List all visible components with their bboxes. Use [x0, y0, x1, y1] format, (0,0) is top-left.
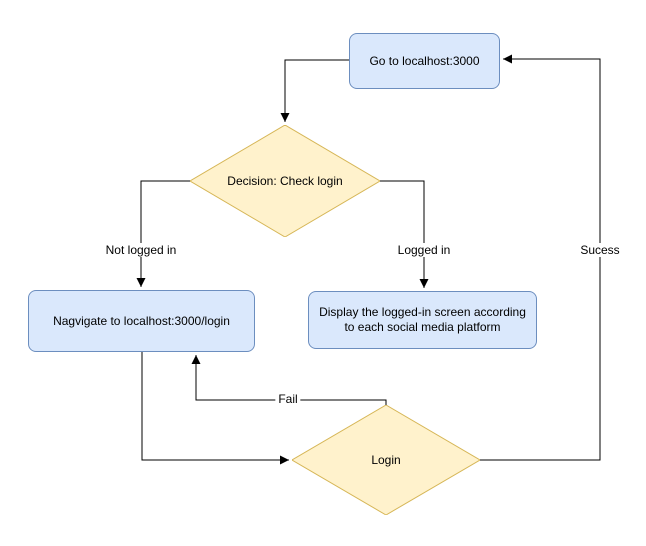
node-navigate-login-page-label: Nagvigate to localhost:3000/login [53, 313, 230, 328]
node-goto-localhost-label: Go to localhost:3000 [369, 53, 480, 68]
edge-decision-to-navigate [136, 180, 190, 287]
edge-navigate-to-login [141, 352, 289, 465]
node-decision-check-login: Decision: Check login [190, 125, 380, 237]
node-display-logged-in-label: Display the logged-in screen according t… [319, 305, 526, 334]
node-login-decision: Login [292, 405, 480, 515]
node-display-logged-in: Display the logged-in screen according t… [308, 291, 537, 349]
node-login-decision-label: Login [371, 452, 401, 467]
edge-login-sucess-to-goto [480, 54, 601, 461]
edge-label-fail: Fail [275, 392, 301, 406]
edge-label-logged-in: Logged in [394, 243, 454, 257]
edge-label-sucess: Sucess [577, 243, 623, 257]
edge-label-not-logged-in: Not logged in [102, 243, 180, 257]
node-decision-check-login-label: Decision: Check login [227, 173, 343, 188]
diamond-shape [190, 125, 380, 237]
diamond-shape [292, 405, 480, 515]
node-goto-localhost: Go to localhost:3000 [349, 33, 500, 89]
edge-goto-to-decision [280, 59, 349, 122]
edge-decision-to-display [380, 180, 429, 288]
node-navigate-login-page: Nagvigate to localhost:3000/login [28, 290, 255, 352]
